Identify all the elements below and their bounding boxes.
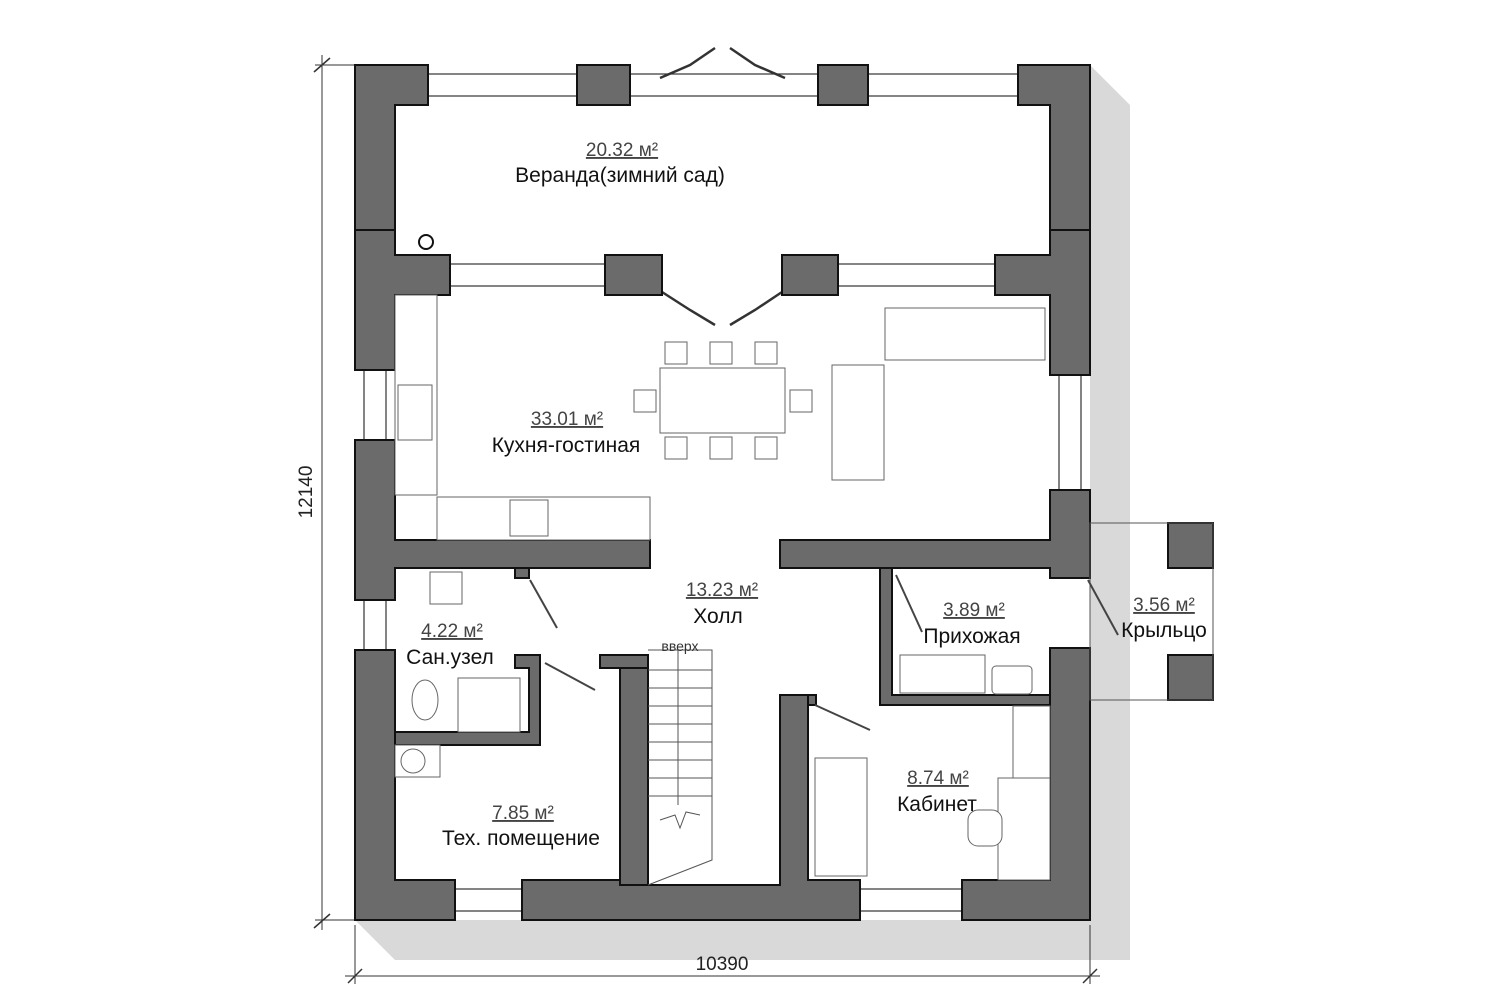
room-bathroom: 4.22 м² Сан.узел xyxy=(406,621,494,669)
veranda-doors xyxy=(659,46,786,327)
room-area: 7.85 м² xyxy=(492,803,554,824)
room-name: Тех. помещение xyxy=(442,827,600,850)
staircase xyxy=(647,649,713,886)
room-name: Сан.узел xyxy=(406,646,494,669)
furniture xyxy=(394,234,1051,881)
room-kitchen-living: 33.01 м² Кухня-гостиная xyxy=(492,409,641,457)
dimension-vertical: 12140 xyxy=(296,55,355,930)
floor-area xyxy=(355,65,1090,920)
room-name: Кабинет xyxy=(897,793,977,816)
porch-outline xyxy=(1089,522,1214,701)
room-area: 8.74 м² xyxy=(907,768,969,789)
room-area: 33.01 м² xyxy=(531,409,603,430)
room-veranda: 20.32 м² Веранда(зимний сад) xyxy=(515,140,725,187)
room-name: Прихожая xyxy=(923,625,1020,648)
room-area: 4.22 м² xyxy=(421,621,483,642)
room-porch: 3.56 м² Крыльцо xyxy=(1121,595,1207,642)
dimension-height: 12140 xyxy=(296,466,317,519)
dimension-horizontal: 10390 xyxy=(345,925,1100,984)
room-area: 20.32 м² xyxy=(586,140,658,161)
dimension-width: 10390 xyxy=(696,954,749,975)
room-entrance: 3.89 м² Прихожая xyxy=(923,600,1020,648)
stairs-label: вверх xyxy=(661,638,698,654)
walls xyxy=(354,64,1214,921)
room-office: 8.74 м² Кабинет xyxy=(897,768,977,816)
interior-doors xyxy=(529,574,1119,731)
room-name: Кухня-гостиная xyxy=(492,434,641,457)
room-area: 13.23 м² xyxy=(686,580,758,601)
room-area: 3.89 м² xyxy=(943,600,1005,621)
room-name: Холл xyxy=(693,605,743,628)
room-area: 3.56 м² xyxy=(1133,595,1195,616)
room-hall: 13.23 м² Холл xyxy=(686,580,758,628)
room-name: Веранда(зимний сад) xyxy=(515,164,725,187)
room-tech: 7.85 м² Тех. помещение xyxy=(442,803,600,850)
room-name: Крыльцо xyxy=(1121,619,1207,642)
